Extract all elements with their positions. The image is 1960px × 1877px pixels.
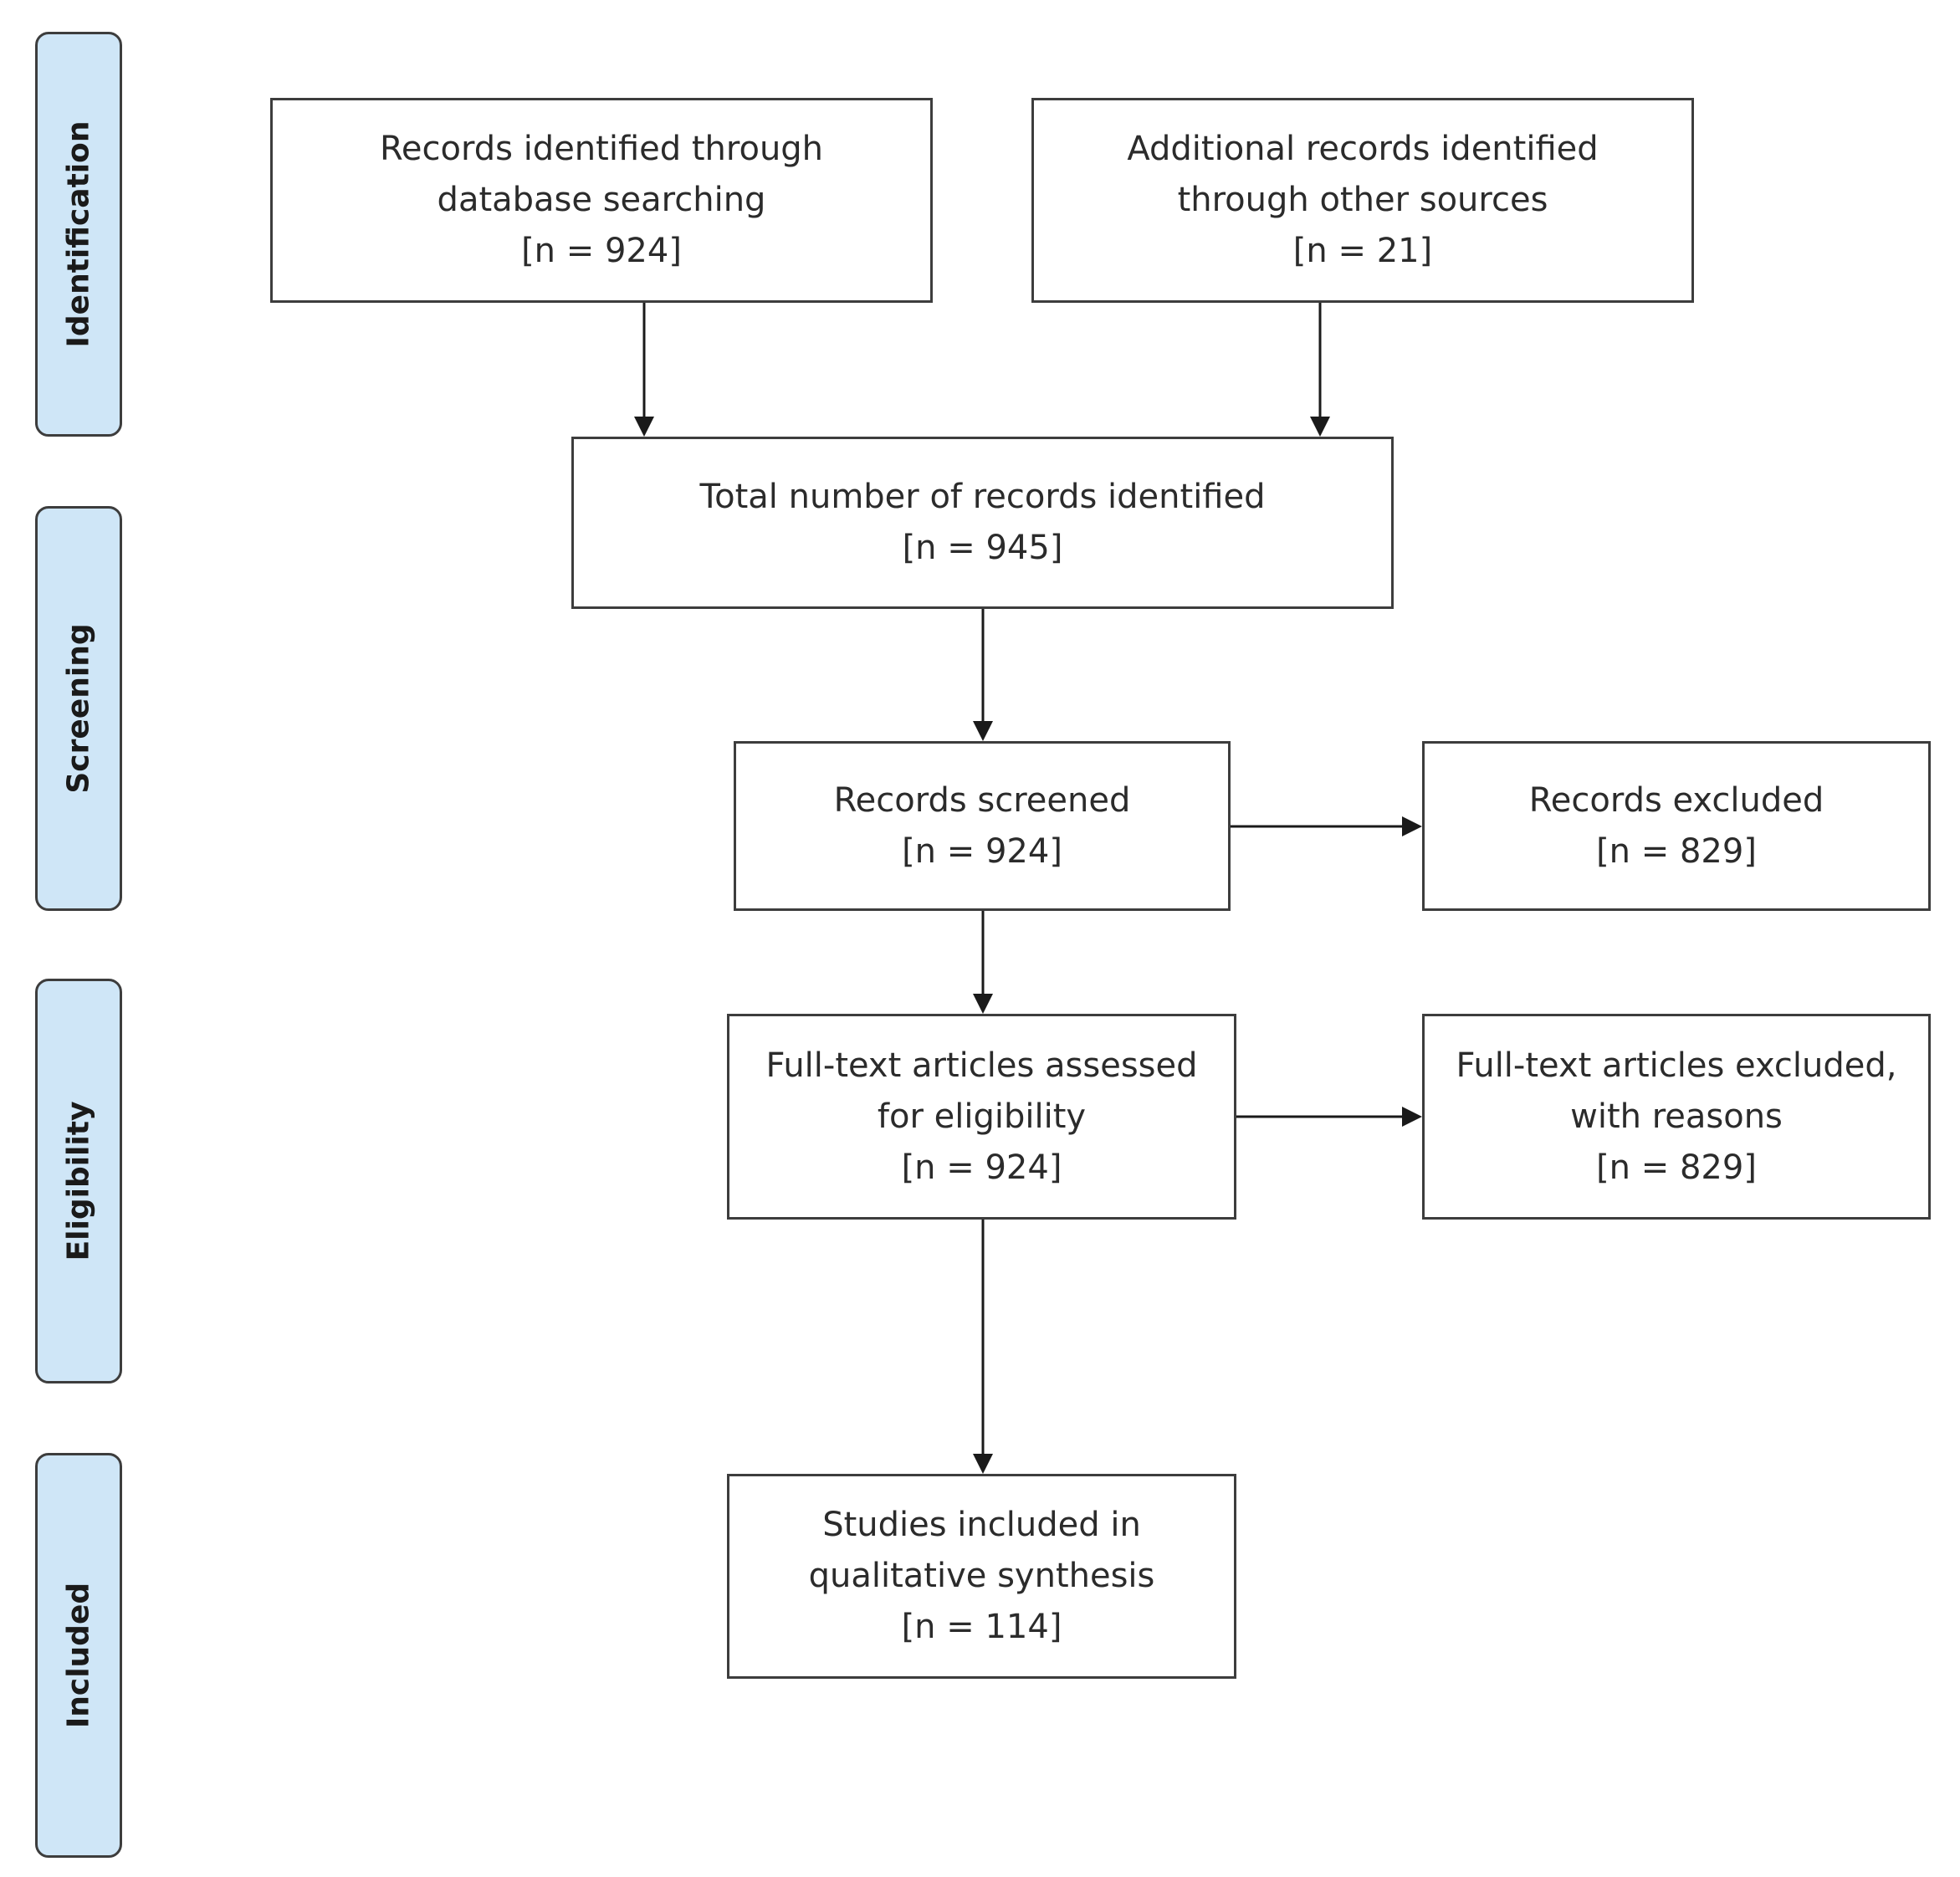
stage-identification: Identification	[35, 32, 122, 437]
box-fulltext-assessed-count: [n = 924]	[901, 1148, 1062, 1187]
box-database-search-line-1: Records identified through	[379, 130, 824, 168]
box-studies-included-count: [n = 114]	[901, 1608, 1062, 1646]
box-database-search-line-2: database searching	[437, 181, 766, 219]
box-other-sources-line-1: Additional records identified	[1127, 130, 1599, 168]
box-database-search-count: [n = 924]	[521, 232, 682, 270]
box-other-sources-count: [n = 21]	[1292, 232, 1433, 270]
arrowhead-total-to-screened	[973, 721, 993, 741]
arrowhead-fulltext-to-fulltext-excluded	[1402, 1107, 1422, 1127]
box-records-excluded-count: [n = 829]	[1596, 831, 1757, 871]
box-studies-included: Studies included in qualitative synthesi…	[727, 1474, 1236, 1679]
box-fulltext-excluded-count: [n = 829]	[1596, 1148, 1757, 1187]
stage-included: Included	[35, 1453, 122, 1858]
box-fulltext-assessed-line-1: Full-text articles assessed	[765, 1046, 1198, 1085]
box-studies-included-line-2: qualitative synthesis	[808, 1557, 1155, 1595]
box-total-identified-line-1: Total number of records identified	[699, 478, 1266, 516]
box-other-sources-line-2: through other sources	[1177, 181, 1548, 219]
box-total-identified-count: [n = 945]	[902, 529, 1063, 567]
box-database-search: Records identified through database sear…	[270, 98, 933, 303]
arrowhead-screened-to-excluded	[1402, 816, 1422, 836]
box-fulltext-assessed: Full-text articles assessed for eligibil…	[727, 1014, 1236, 1220]
arrowhead-fulltext-to-included	[973, 1454, 993, 1474]
box-fulltext-excluded-line-1: Full-text articles excluded,	[1456, 1046, 1897, 1085]
box-other-sources: Additional records identified through ot…	[1031, 98, 1694, 303]
box-total-identified: Total number of records identified [n = …	[571, 437, 1394, 609]
box-fulltext-excluded: Full-text articles excluded, with reason…	[1422, 1014, 1931, 1220]
box-records-screened: Records screened [n = 924]	[734, 741, 1231, 911]
box-fulltext-excluded-line-2: with reasons	[1570, 1097, 1783, 1136]
stage-eligibility: Eligibility	[35, 979, 122, 1383]
stage-screening: Screening	[35, 506, 122, 911]
box-fulltext-assessed-line-2: for eligibility	[877, 1097, 1087, 1136]
box-records-excluded-line-1: Records excluded	[1528, 780, 1824, 820]
arrowhead-database-to-total	[634, 417, 654, 437]
box-records-screened-line-1: Records screened	[833, 780, 1131, 820]
arrowhead-other-to-total	[1310, 417, 1330, 437]
box-studies-included-line-1: Studies included in	[822, 1506, 1141, 1544]
arrowhead-screened-to-fulltext	[973, 994, 993, 1014]
box-records-screened-count: [n = 924]	[902, 831, 1062, 871]
box-records-excluded: Records excluded [n = 829]	[1422, 741, 1931, 911]
